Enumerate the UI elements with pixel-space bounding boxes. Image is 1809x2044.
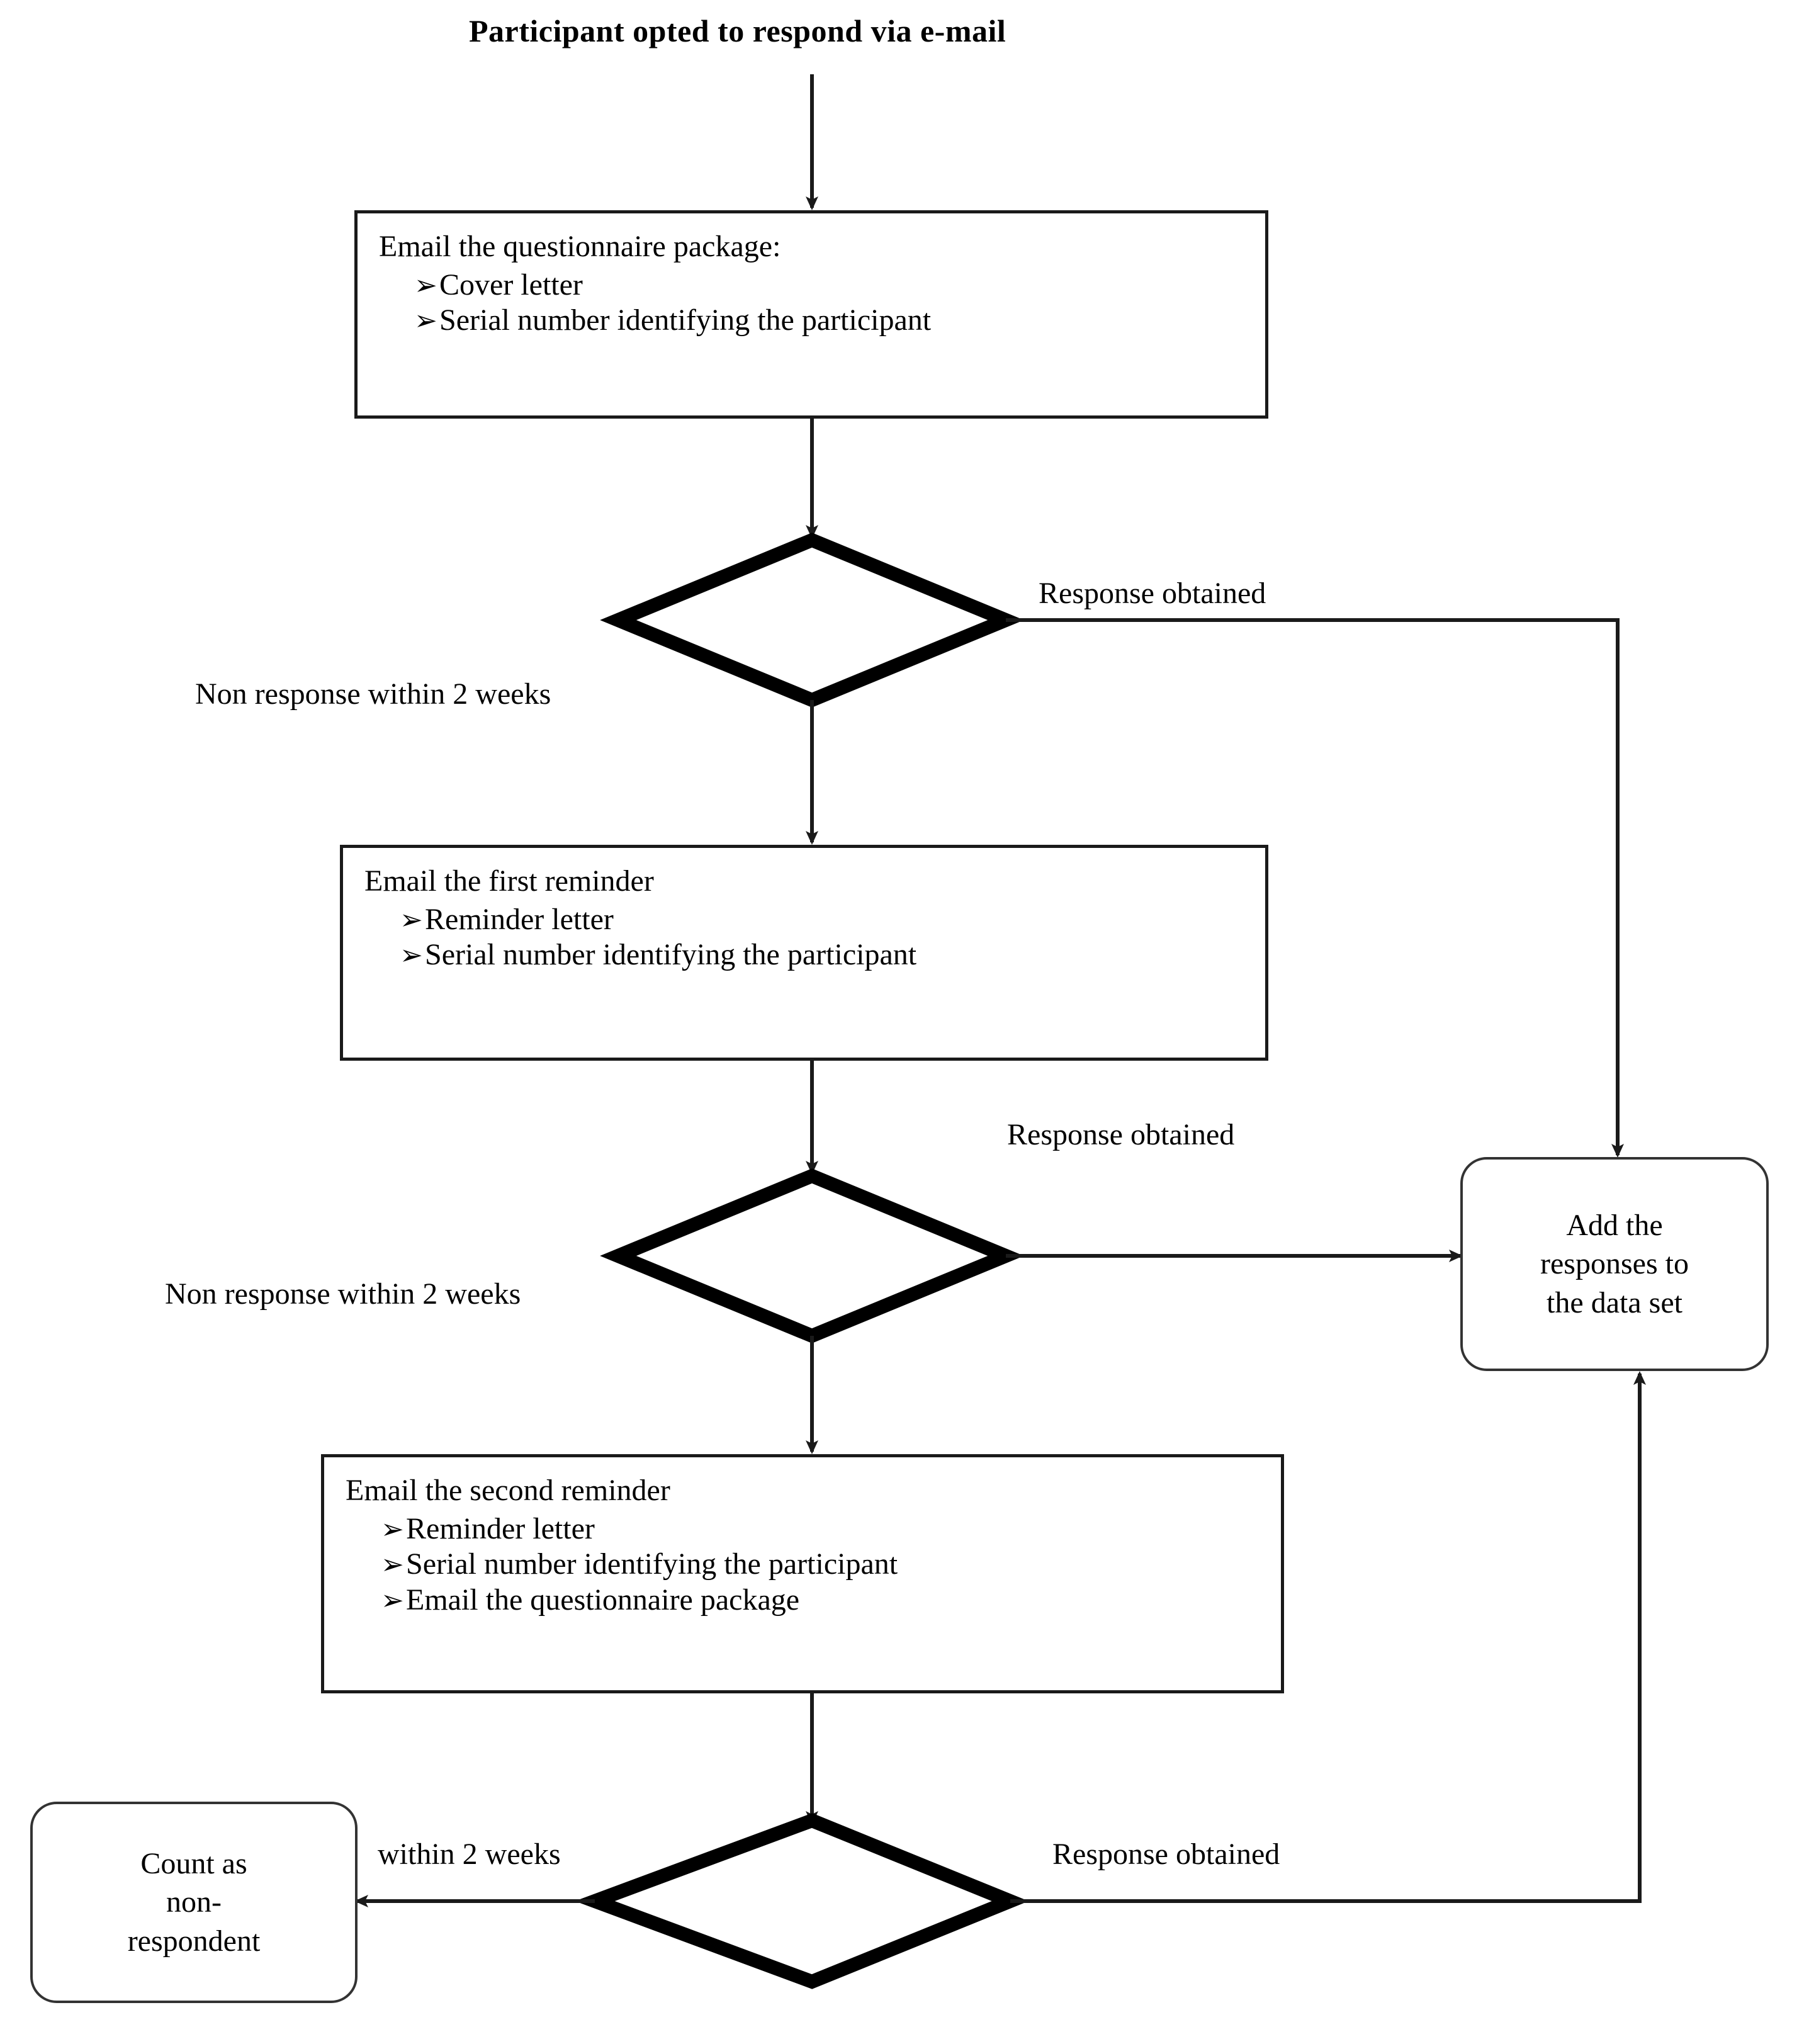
terminator-label: Count as non- respondent: [119, 1844, 269, 1960]
decision-after-second-reminder[interactable]: [595, 1821, 1010, 1982]
process-box-heading: Email the questionnaire package:: [379, 230, 781, 263]
bullet-list: ➢ Reminder letter ➢ Serial number identi…: [364, 902, 1253, 973]
terminator-label: Add the responses to the data set: [1531, 1206, 1698, 1322]
list-item-label: Serial number identifying the participan…: [439, 303, 932, 337]
list-item: ➢ Serial number identifying the particip…: [346, 1547, 1268, 1583]
list-item: ➢ Email the questionnaire package: [346, 1583, 1268, 1618]
terminator-line: Count as: [140, 1846, 247, 1880]
list-item: ➢ Reminder letter: [364, 902, 1253, 938]
process-box-heading: Email the second reminder: [346, 1474, 670, 1507]
terminator-line: responses to: [1540, 1247, 1689, 1281]
arrow-bullet-icon: ➢: [400, 940, 423, 971]
decision-after-package[interactable]: [618, 540, 1006, 700]
edge-label-non-response-2: Non response within 2 weeks: [165, 1277, 521, 1311]
process-box-email-package: Email the questionnaire package: ➢ Cover…: [354, 210, 1268, 419]
terminator-line: non-: [166, 1885, 222, 1919]
arrow-bullet-icon: ➢: [381, 1549, 404, 1581]
list-item-label: Serial number identifying the participan…: [425, 938, 917, 972]
list-item-label: Email the questionnaire package: [406, 1583, 800, 1617]
bullet-list: ➢ Reminder letter ➢ Serial number identi…: [346, 1511, 1268, 1618]
list-item-label: Reminder letter: [406, 1511, 595, 1545]
list-item: ➢ Serial number identifying the particip…: [379, 303, 1253, 339]
edge-label-non-response-1: Non response within 2 weeks: [195, 677, 551, 711]
decision-after-first-reminder[interactable]: [618, 1176, 1006, 1336]
terminator-line: Add the: [1566, 1208, 1663, 1242]
list-item-label: Reminder letter: [425, 902, 614, 936]
edge-label-response-obtained-1: Response obtained: [1039, 577, 1266, 610]
edge-label-response-obtained-3: Response obtained: [1052, 1838, 1280, 1871]
list-item: ➢ Cover letter: [379, 268, 1253, 303]
process-box-heading: Email the first reminder: [364, 864, 654, 898]
bullet-list: ➢ Cover letter ➢ Serial number identifyi…: [379, 268, 1253, 339]
list-item: ➢ Reminder letter: [346, 1511, 1268, 1547]
arrow-bullet-icon: ➢: [381, 1585, 404, 1616]
page-title: Participant opted to respond via e-mail: [469, 13, 1006, 48]
arrow-bullet-icon: ➢: [414, 269, 437, 301]
terminator-line: respondent: [127, 1924, 261, 1958]
terminator-count-non-respondent: Count as non- respondent: [30, 1802, 358, 2003]
edge-label-response-obtained-2: Response obtained: [1007, 1118, 1235, 1151]
list-item: ➢ Serial number identifying the particip…: [364, 937, 1253, 973]
edge-label-within-2-weeks: within 2 weeks: [378, 1838, 561, 1871]
process-box-second-reminder: Email the second reminder ➢ Reminder let…: [321, 1454, 1284, 1693]
arrow-bullet-icon: ➢: [400, 904, 423, 935]
terminator-line: the data set: [1547, 1285, 1682, 1319]
arrow-bullet-icon: ➢: [381, 1513, 404, 1545]
terminator-add-responses: Add the responses to the data set: [1460, 1157, 1769, 1371]
list-item-label: Cover letter: [439, 268, 583, 302]
arrow-bullet-icon: ➢: [414, 305, 437, 337]
list-item-label: Serial number identifying the participan…: [406, 1547, 898, 1581]
process-box-first-reminder: Email the first reminder ➢ Reminder lett…: [340, 845, 1268, 1061]
